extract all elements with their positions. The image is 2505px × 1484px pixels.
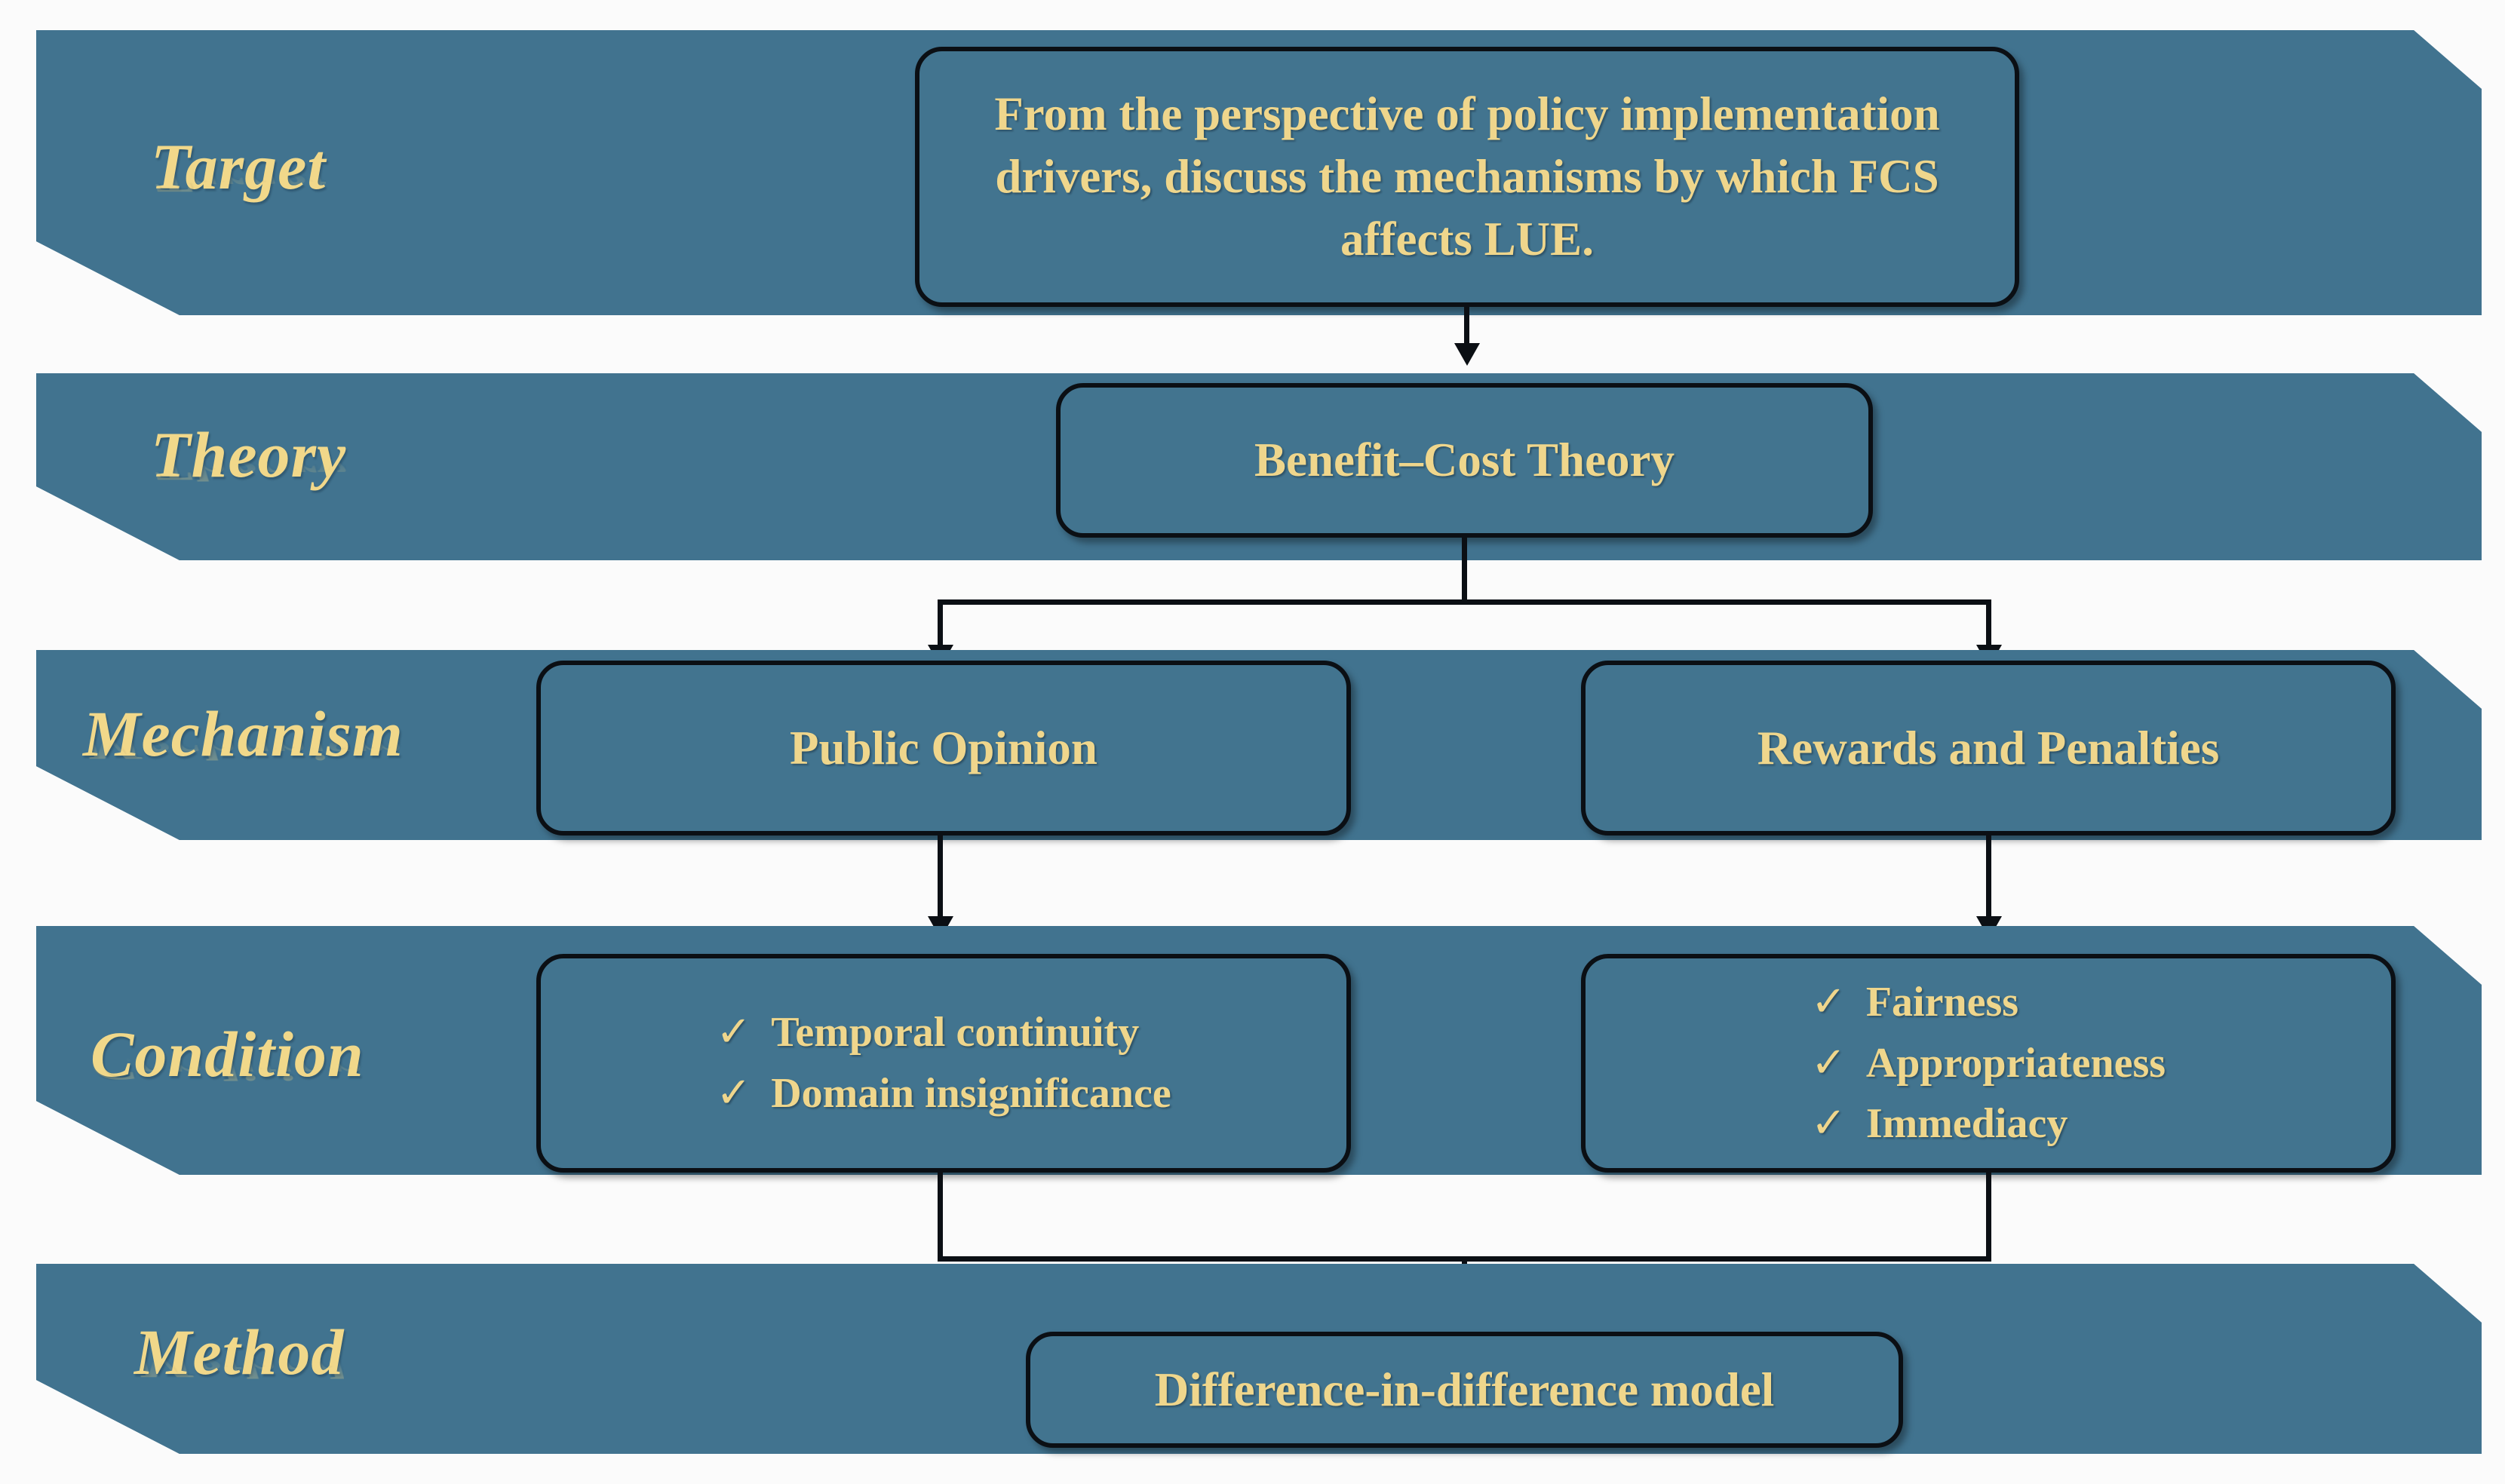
node-public-opinion[interactable]: Public Opinion <box>536 661 1351 836</box>
check-icon: ✓ <box>1810 1038 1847 1087</box>
stage-label-condition-text: Condition <box>91 1018 364 1090</box>
stage-label-target-text: Target <box>151 130 327 203</box>
connector-condition-right-down <box>1986 1171 1991 1262</box>
stage-label-method: Method Method <box>134 1320 344 1387</box>
stage-label-method-text: Method <box>134 1316 345 1388</box>
list-item-label: Fairness <box>1865 979 2019 1026</box>
connector-theory-stem <box>1462 537 1467 603</box>
list-item-label: Appropriateness <box>1865 1039 2166 1087</box>
rewards-penalties-condition-list: ✓ Fairness ✓ Appropriateness ✓ Immediacy <box>1811 972 2166 1154</box>
check-icon: ✓ <box>716 1069 752 1118</box>
node-rewards-and-penalties[interactable]: Rewards and Penalties <box>1581 661 2396 836</box>
list-item: ✓ Appropriateness <box>1811 1033 2166 1094</box>
node-rewards-penalties-conditions[interactable]: ✓ Fairness ✓ Appropriateness ✓ Immediacy <box>1581 954 2396 1173</box>
check-icon: ✓ <box>1810 1099 1847 1148</box>
list-item: ✓ Domain insignificance <box>716 1063 1171 1124</box>
list-item: ✓ Immediacy <box>1811 1093 2166 1154</box>
node-did-model[interactable]: Difference-in-difference model <box>1026 1332 1903 1448</box>
connector-theory-branch-right <box>1986 599 1991 654</box>
public-opinion-condition-list: ✓ Temporal continuity ✓ Domain insignifi… <box>716 1002 1171 1124</box>
connector-theory-branch-bar <box>938 599 1991 605</box>
stage-label-mechanism: Mechanism Mechanism <box>83 701 404 768</box>
node-rewards-and-penalties-text: Rewards and Penalties <box>1757 721 2220 774</box>
node-public-opinion-text: Public Opinion <box>790 721 1097 774</box>
node-target-statement-text: From the perspective of policy implement… <box>994 87 1940 266</box>
list-item: ✓ Temporal continuity <box>716 1002 1171 1063</box>
arrow-target-to-theory <box>1454 343 1480 366</box>
node-benefit-cost-theory[interactable]: Benefit–Cost Theory <box>1056 383 1873 538</box>
connector-rewards-penalties-to-condition <box>1986 834 1991 924</box>
connector-theory-branch-left <box>938 599 943 654</box>
list-item: ✓ Fairness <box>1811 972 2166 1033</box>
stage-label-condition: Condition Condition <box>91 1022 364 1089</box>
node-target-statement[interactable]: From the perspective of policy implement… <box>915 47 2019 307</box>
node-benefit-cost-theory-text: Benefit–Cost Theory <box>1254 434 1675 486</box>
connector-public-opinion-to-condition <box>938 834 943 924</box>
check-icon: ✓ <box>1810 977 1847 1027</box>
list-item-label: Temporal continuity <box>771 1009 1140 1056</box>
stage-label-theory-text: Theory <box>151 419 347 491</box>
connector-target-to-theory <box>1464 307 1469 352</box>
stage-label-theory: Theory Theory <box>151 422 346 489</box>
list-item-label: Domain insignificance <box>771 1070 1171 1117</box>
node-did-model-text: Difference-in-difference model <box>1154 1363 1775 1416</box>
node-public-opinion-conditions[interactable]: ✓ Temporal continuity ✓ Domain insignifi… <box>536 954 1351 1173</box>
stage-label-mechanism-text: Mechanism <box>83 698 404 770</box>
check-icon: ✓ <box>716 1007 752 1057</box>
stage-label-target: Target Target <box>151 134 326 201</box>
list-item-label: Immediacy <box>1865 1100 2068 1148</box>
connector-condition-left-down <box>938 1171 943 1262</box>
